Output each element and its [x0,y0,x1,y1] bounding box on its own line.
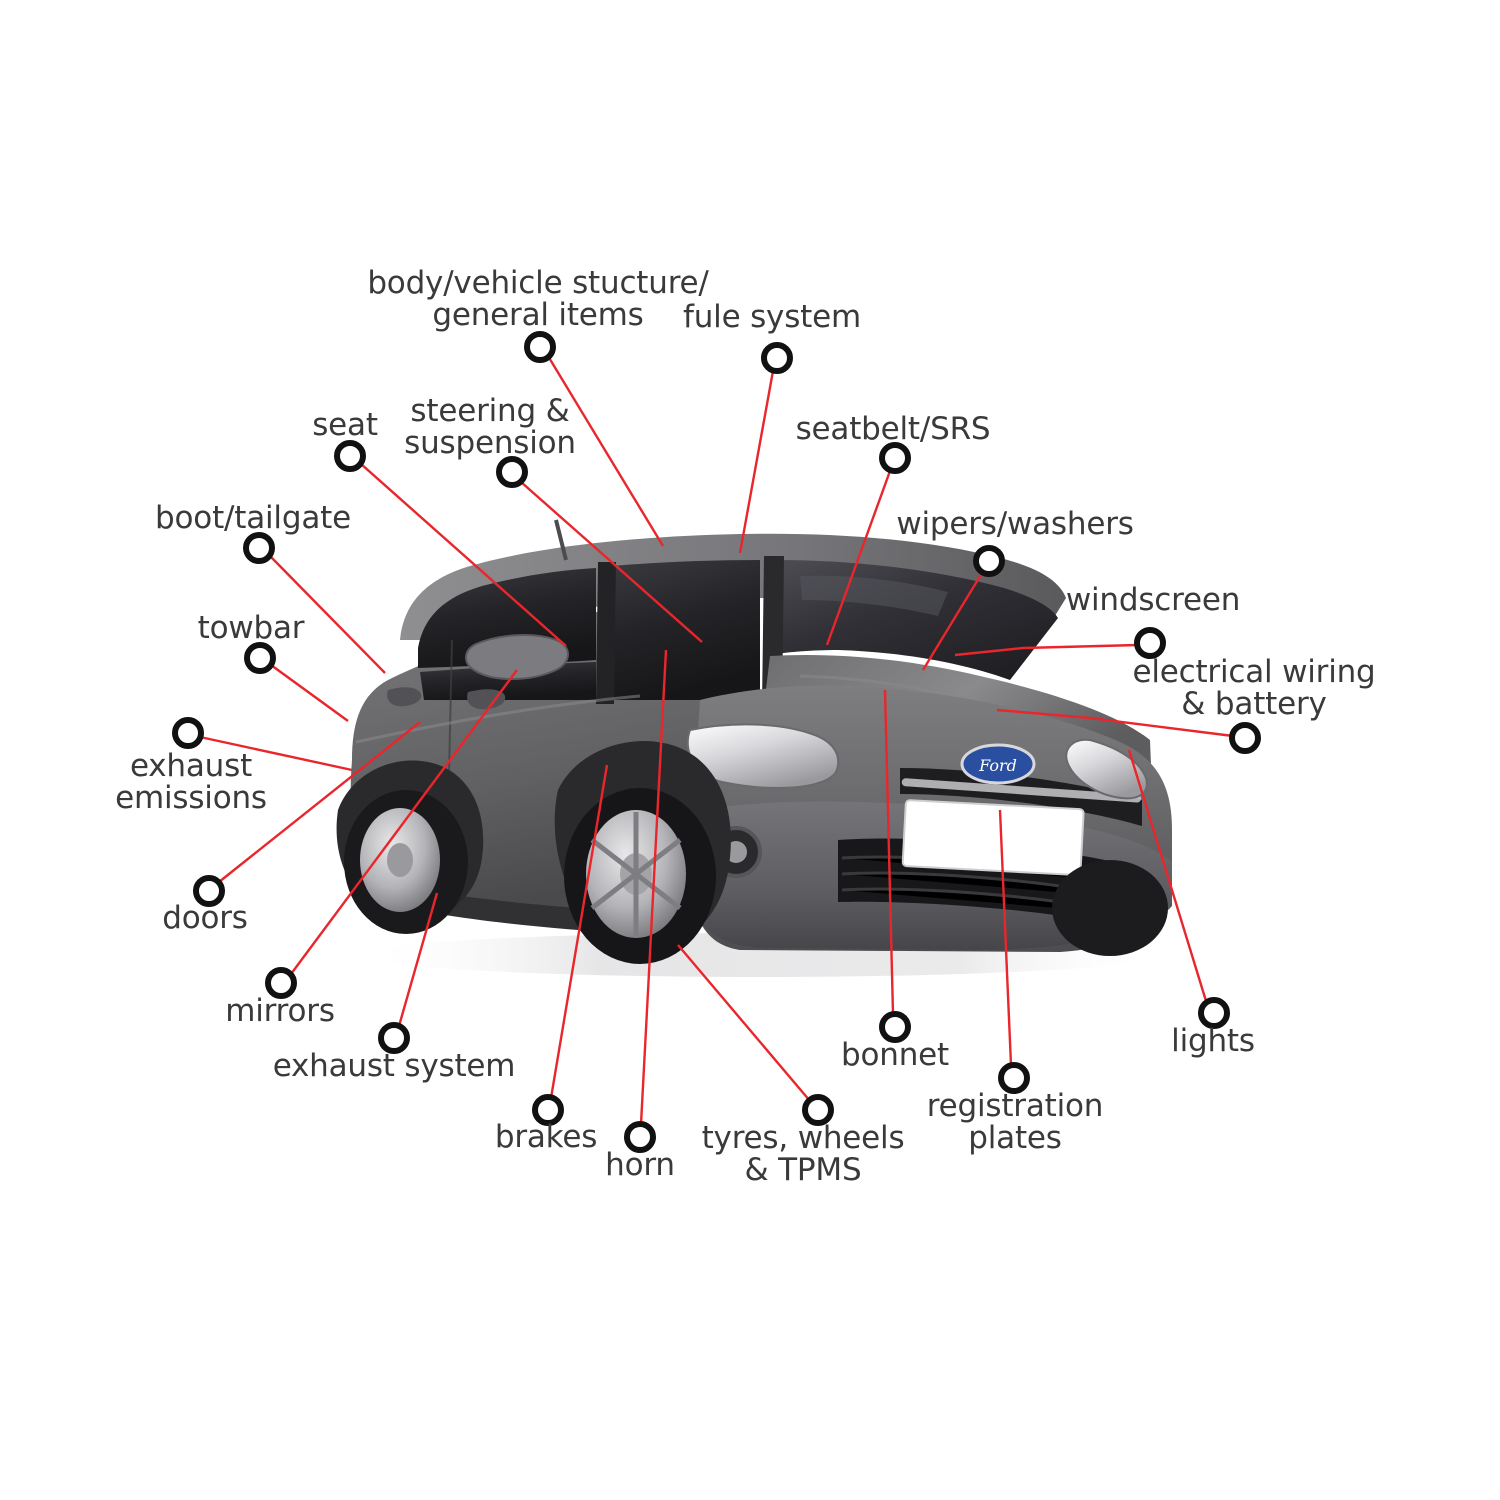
leader-line-wipers-washers [921,572,984,671]
callout-label-fuel-system[interactable]: fule system [683,299,861,335]
callout-label-towbar[interactable]: towbar [197,610,305,646]
marker-mirrors[interactable] [265,967,297,999]
marker-brakes[interactable] [532,1094,564,1126]
callout-label-electrical-wiring[interactable]: electrical wiring & battery [1132,654,1376,722]
marker-exhaust-emissions[interactable] [172,717,204,749]
leader-line-boot-tailgate [269,555,386,674]
brand-badge-text: Ford [978,756,1017,775]
marker-boot-tailgate[interactable] [243,532,275,564]
leader-lines-group [199,355,1234,1125]
callout-label-exhaust-emissions[interactable]: exhaust emissions [115,748,267,816]
leader-line-fuel-system [738,370,775,554]
leader-line-horn [639,649,668,1125]
leader-line-body-structure [546,355,665,547]
marker-horn[interactable] [624,1121,656,1153]
marker-towbar[interactable] [244,642,276,674]
callout-label-doors[interactable]: doors [162,900,248,936]
marker-doors[interactable] [193,875,225,907]
leader-line-registration-plates [998,809,1013,1066]
leader-line-seatbelt-srs [825,470,892,646]
leader-line-electrical-wiring [996,708,1234,738]
rear-hub [387,843,413,877]
callout-label-brakes[interactable]: brakes [494,1119,598,1155]
marker-body-structure[interactable] [524,331,556,363]
marker-tyres-wheels-tpms[interactable] [802,1094,834,1126]
leader-line-bonnet [883,689,895,1015]
leader-line-exhaust-emissions [199,735,353,772]
leader-line-mirrors [290,669,518,975]
callout-label-registration-plates[interactable]: registration plates [926,1088,1104,1156]
leader-line-lights [1127,749,1208,1002]
car-illustration: Ford [336,519,1172,977]
marker-wipers-washers[interactable] [973,545,1005,577]
marker-seatbelt-srs[interactable] [879,442,911,474]
callout-label-horn[interactable]: horn [605,1147,675,1183]
marker-electrical-wiring[interactable] [1229,722,1261,754]
callout-label-seatbelt-srs[interactable]: seatbelt/SRS [795,411,991,447]
leader-line-exhaust-system [397,892,439,1027]
leader-line-windscreen [954,643,1139,657]
roof-antenna [554,519,568,561]
marker-exhaust-system[interactable] [378,1022,410,1054]
callout-label-lights[interactable]: lights [1171,1023,1255,1059]
registration-plate [901,799,1085,877]
callout-label-bonnet[interactable]: bonnet [841,1037,949,1073]
leader-line-tyres-wheels-tpms [677,944,811,1102]
callout-label-seat[interactable]: seat [312,407,378,443]
marker-windscreen[interactable] [1134,627,1166,659]
leader-line-steering-suspension [520,481,703,643]
callout-label-boot-tailgate[interactable]: boot/tailgate [155,500,351,536]
leader-line-seat [360,463,567,647]
front-wheel-spokes [590,812,682,936]
marker-fuel-system[interactable] [761,342,793,374]
marker-seat[interactable] [334,440,366,472]
headlight-right [1065,738,1148,800]
marker-bonnet[interactable] [879,1011,911,1043]
callout-label-windscreen[interactable]: windscreen [1065,582,1241,618]
windscreen-highlight [800,575,948,616]
body-side-crease [355,694,641,744]
right-front-tyre [1052,860,1168,956]
callout-label-tyres-wheels-tpms[interactable]: tyres, wheels & TPMS [701,1120,905,1188]
callout-markers-group [172,331,1261,1153]
leader-line-towbar [270,664,349,722]
marker-lights[interactable] [1198,997,1230,1029]
callout-label-body-structure[interactable]: body/vehicle stucture/ general items [367,265,709,333]
callout-label-wipers-washers[interactable]: wipers/washers [896,506,1134,542]
callout-label-exhaust-system[interactable]: exhaust system [272,1048,516,1084]
grille-chrome-bar [901,778,1142,803]
door-handle-front [467,689,506,710]
leader-line-brakes [549,764,609,1099]
leader-line-doors [218,721,421,883]
door-handle-rear [387,687,422,707]
marker-registration-plates[interactable] [998,1062,1030,1094]
car-b-pillar [596,562,616,704]
brand-badge [960,743,1036,785]
door-mirror [465,634,569,680]
marker-steering-suspension[interactable] [496,456,528,488]
callout-label-steering-suspension[interactable]: steering & suspension [404,393,576,461]
callout-label-mirrors[interactable]: mirrors [225,993,335,1029]
